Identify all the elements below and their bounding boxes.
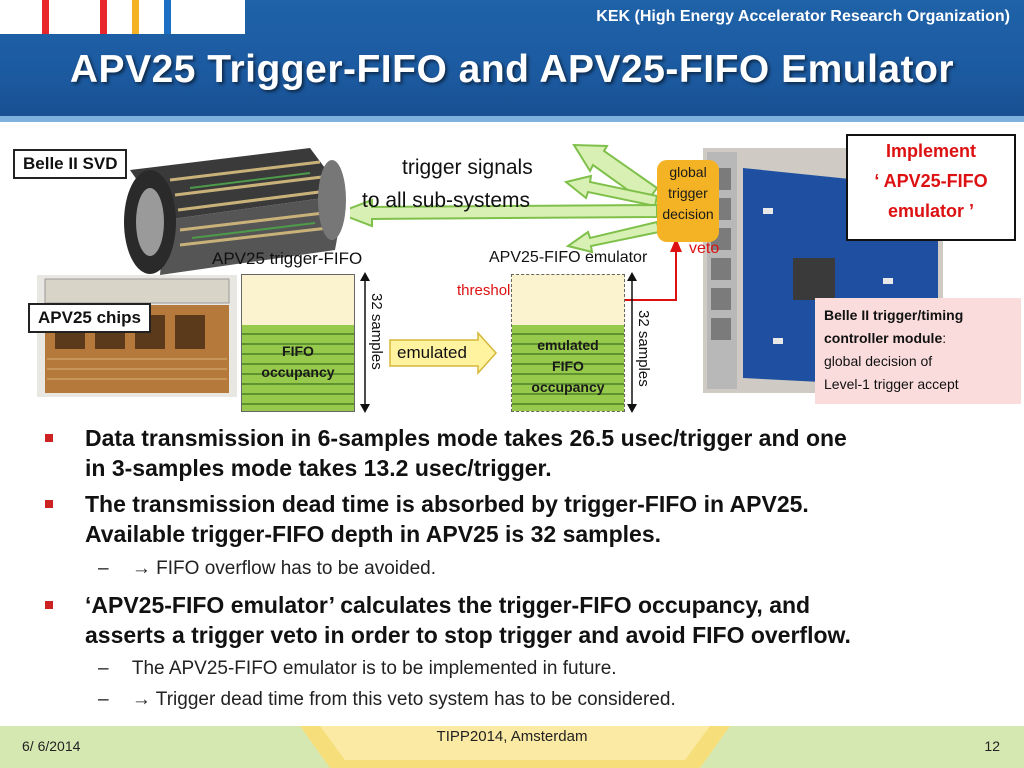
bullet-square-icon bbox=[45, 500, 53, 508]
slide-header: KEK (High Energy Accelerator Research Or… bbox=[0, 0, 1024, 122]
arrow-trigger-low bbox=[565, 220, 661, 254]
footer-tab bbox=[300, 726, 730, 768]
fifo-title: APV25 trigger-FIFO bbox=[212, 249, 363, 268]
samples-label-left: 32 samples bbox=[368, 293, 385, 370]
apv25-chips-label: APV25 chips bbox=[28, 303, 151, 333]
svd-detector-image bbox=[120, 140, 350, 280]
fifo-fill bbox=[242, 325, 354, 411]
right-arrow-icon: → bbox=[131, 558, 151, 579]
right-arrow-icon: → bbox=[131, 689, 151, 710]
arrow-trigger-main bbox=[335, 198, 658, 228]
organization-name: KEK (High Energy Accelerator Research Or… bbox=[596, 8, 1010, 25]
sub-bullet-item: – The APV25-FIFO emulator is to be imple… bbox=[98, 658, 617, 679]
flag-strip bbox=[0, 0, 245, 34]
footer-conference: TIPP2014, Amsterdam bbox=[436, 728, 588, 745]
sub-bullet-item: – → Trigger dead time from this veto sys… bbox=[98, 689, 676, 710]
svd-label: Belle II SVD bbox=[13, 149, 128, 179]
samples-label-right: 32 samples bbox=[635, 310, 652, 387]
flag-bar-red bbox=[42, 0, 49, 34]
header-rule bbox=[0, 116, 1024, 122]
apv25-chip-image bbox=[37, 275, 237, 397]
emulator-title: APV25-FIFO emulator bbox=[489, 249, 648, 266]
flag-bar-yellow bbox=[132, 0, 139, 34]
trigger-module-description: Belle II trigger/timing controller modul… bbox=[815, 298, 1021, 404]
flag-bar-blue bbox=[164, 0, 171, 34]
emulated-occupancy-text: emulated FIFO occupancy bbox=[531, 337, 605, 395]
footer-date: 6/ 6/2014 bbox=[22, 738, 81, 754]
trigger-signals-text-2: to all sub-systems bbox=[362, 189, 531, 212]
fifo-occupancy-text: FIFO occupancy bbox=[261, 343, 335, 380]
apv25-fifo-emulator: emulated FIFO occupancy bbox=[511, 274, 625, 412]
veto-label: veto bbox=[689, 240, 720, 257]
gtd-line-3: decision bbox=[662, 206, 714, 222]
dash-icon: – bbox=[98, 689, 109, 710]
apv25-trigger-fifo: FIFO occupancy bbox=[241, 274, 355, 412]
gtd-line-1: global bbox=[669, 164, 707, 180]
veto-arrowhead bbox=[670, 238, 682, 252]
trigger-signals-text-1: trigger signals bbox=[402, 156, 533, 179]
sub-bullet-item: – → FIFO overflow has to be avoided. bbox=[98, 558, 437, 579]
arrow-trigger-mid bbox=[563, 174, 659, 208]
emulated-label: emulated bbox=[397, 343, 467, 362]
slide-title: APV25 Trigger-FIFO and APV25-FIFO Emulat… bbox=[69, 48, 955, 91]
implement-callout: Implement ‘ APV25-FIFO emulator ’ bbox=[846, 134, 1016, 241]
bullet-square-icon bbox=[45, 434, 53, 442]
emulated-arrow bbox=[389, 331, 498, 375]
dash-icon: – bbox=[98, 558, 109, 579]
bullet-square-icon bbox=[45, 601, 53, 609]
gtd-line-2: trigger bbox=[668, 185, 708, 201]
emulator-fill bbox=[512, 325, 624, 411]
dash-icon: – bbox=[98, 658, 109, 679]
flag-bar-red bbox=[100, 0, 107, 34]
page-number: 12 bbox=[984, 738, 1000, 754]
global-trigger-decision-box: global trigger decision bbox=[657, 160, 719, 242]
